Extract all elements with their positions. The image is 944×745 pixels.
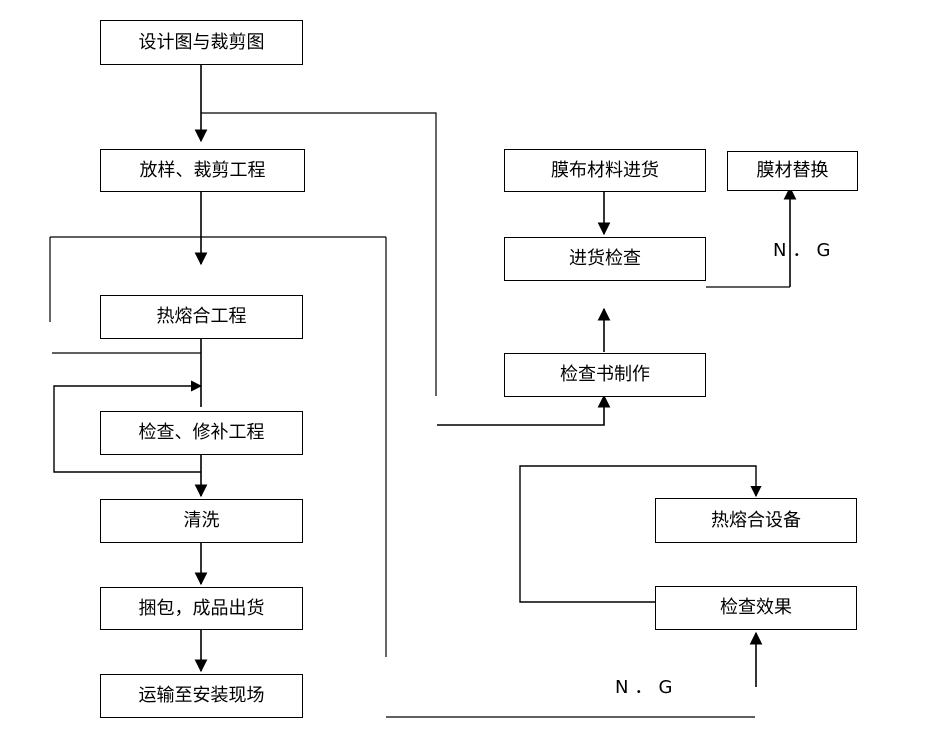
ng-label-top: N．G: [773, 240, 837, 261]
incoming-inspection-label: 进货检查: [569, 248, 641, 269]
ng-label-bottom: N．G: [615, 677, 679, 698]
design-drawing-label: 设计图与裁剪图: [138, 31, 265, 53]
packing-shipping-label: 捆包，成品出货: [138, 597, 265, 619]
incoming-inspection-box: 进货检查: [504, 237, 706, 281]
transport-site-box: 运输至安装现场: [100, 674, 303, 718]
cleaning-box: 清洗: [100, 499, 303, 543]
packing-shipping-box: 捆包，成品出货: [100, 587, 303, 630]
layout-cutting-box: 放样、裁剪工程: [100, 149, 305, 192]
fusion-equipment-box: 热熔合设备: [655, 498, 857, 543]
membrane-incoming-label: 膜布材料进货: [551, 159, 659, 181]
cleaning-label: 清洗: [183, 510, 220, 531]
layout-cutting-label: 放样、裁剪工程: [139, 159, 266, 181]
inspection-effect-label: 检查效果: [720, 597, 792, 618]
material-replace-label: 膜材替换: [756, 160, 829, 181]
branch-line-top-right: [201, 112, 437, 396]
heat-fusion-box: 热熔合工程: [100, 295, 303, 339]
membrane-incoming-box: 膜布材料进货: [504, 149, 706, 192]
equipment-loop-line: [519, 465, 762, 603]
repair-loop-line: [53, 380, 203, 473]
transport-site-label: 运输至安装现场: [138, 685, 265, 706]
inspection-repair-box: 检查、修补工程: [100, 411, 303, 455]
heat-fusion-label: 热熔合工程: [156, 306, 247, 327]
connector-to-inspection-doc: [437, 394, 611, 426]
inspection-doc-box: 检查书制作: [504, 353, 706, 397]
fusion-equipment-label: 热熔合设备: [711, 509, 801, 531]
material-replace-box: 膜材替换: [727, 151, 858, 191]
inspection-doc-label: 检查书制作: [560, 364, 650, 385]
inspection-repair-label: 检查、修补工程: [138, 422, 265, 443]
design-drawing-box: 设计图与裁剪图: [100, 20, 303, 65]
inspection-effect-box: 检查效果: [655, 586, 857, 630]
